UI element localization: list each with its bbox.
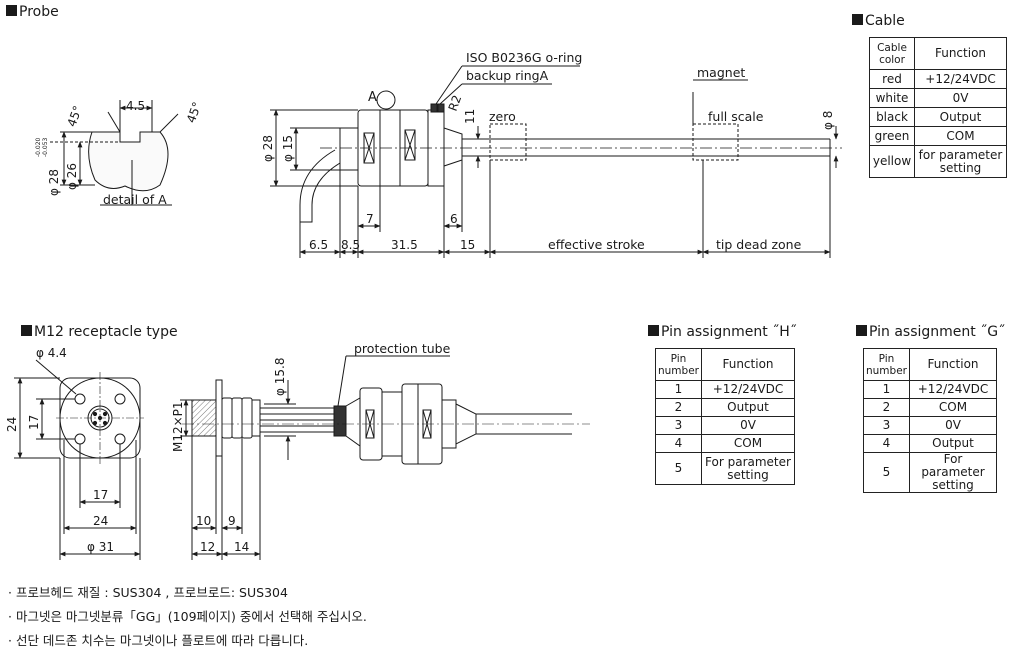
label-a: A	[368, 90, 377, 105]
detail-width-dim: 4.5	[126, 99, 145, 113]
cable-color: black	[869, 107, 915, 127]
dim-effective-stroke: effective stroke	[548, 237, 645, 252]
dim-15: 15	[460, 238, 475, 252]
pin-h-header-number: Pin number	[655, 348, 702, 381]
detail-id-dim: φ 26	[65, 163, 79, 190]
cable-function: 0V	[914, 88, 1007, 108]
m12-dim-17-v: 17	[27, 415, 41, 430]
cable-function: for parameter setting	[914, 145, 1007, 178]
pin-g-title: Pin assignment ˝G˝	[856, 324, 1005, 340]
label-r2: R2	[446, 93, 465, 113]
dim-31-5: 31.5	[391, 238, 418, 252]
dim-6: 6	[450, 212, 458, 226]
m12-dim-24-v: 24	[5, 417, 19, 432]
note-material: · 프로브헤드 재질 : SUS304 , 프로브로드: SUS304	[8, 585, 288, 600]
m12-side-view	[180, 355, 590, 560]
m12-front-view	[14, 359, 144, 560]
probe-title: Probe	[6, 4, 59, 20]
m12-dim-10: 10	[196, 514, 211, 528]
pin-function: For parameter setting	[908, 452, 998, 493]
m12-title: M12 receptacle type	[21, 324, 178, 340]
m12-dim-d31: φ 31	[87, 540, 114, 554]
m12-dim-12: 12	[200, 540, 215, 554]
pin-function: +12/24VDC	[700, 380, 796, 399]
label-oring: ISO B0236G o-ring	[466, 50, 582, 65]
pin-number: 5	[863, 452, 910, 493]
m12-dim-14: 14	[234, 540, 249, 554]
pin-function: Output	[908, 434, 998, 453]
pin-function: COM	[700, 434, 796, 453]
cable-color: yellow	[869, 145, 915, 178]
pin-number: 5	[655, 452, 702, 485]
detail-od-tol-upper: -0.020	[35, 137, 42, 157]
cable-function: COM	[914, 126, 1007, 146]
dim-11: 11	[463, 109, 477, 124]
detail-od-tol-lower: -0.053	[42, 137, 49, 157]
note-magnet: · 마그넷은 마그넷분류「GG」(109페이지) 중에서 선택해 주십시오.	[8, 609, 367, 624]
cable-header-function: Function	[914, 37, 1007, 70]
dim-d28: φ 28	[261, 135, 275, 162]
dim-6-5: 6.5	[309, 238, 328, 252]
detail-caption: detail of A	[103, 192, 167, 207]
m12-thread-dim: M12×P1	[171, 401, 185, 452]
label-protection-tube: protection tube	[354, 341, 451, 356]
pin-h-title: Pin assignment ˝H˝	[648, 324, 797, 340]
m12-dim-17-h: 17	[93, 488, 108, 502]
pin-g-header-function: Function	[908, 348, 998, 381]
m12-dim-d15-8: φ 15.8	[273, 358, 287, 396]
dim-tip-dead-zone: tip dead zone	[716, 237, 802, 252]
detail-of-a-view	[50, 100, 179, 206]
pin-g-header-number: Pin number	[863, 348, 910, 381]
dim-8-5: 8.5	[341, 238, 360, 252]
cable-function: +12/24VDC	[914, 69, 1007, 89]
m12-dim-9: 9	[228, 514, 236, 528]
pin-function: For parameter setting	[700, 452, 796, 485]
note-dead-zone: · 선단 데드존 치수는 마그넷이나 플로트에 따라 다릅니다.	[8, 633, 309, 648]
label-backup-ring: backup ringA	[466, 68, 549, 83]
pin-function: +12/24VDC	[908, 380, 998, 399]
detail-od-dim: φ 28	[47, 169, 61, 196]
detail-angle-right: 45°	[184, 100, 204, 125]
m12-dim-24-h: 24	[93, 514, 108, 528]
dim-d8: φ 8	[821, 111, 835, 130]
label-full-scale: full scale	[708, 109, 764, 124]
detail-angle-left: 45°	[65, 104, 85, 129]
label-magnet: magnet	[697, 65, 745, 80]
dim-7: 7	[366, 212, 374, 226]
cable-header-color: Cable color	[869, 37, 915, 70]
m12-hole-dim: φ 4.4	[36, 346, 67, 360]
label-zero: zero	[489, 109, 516, 124]
cable-title: Cable	[852, 13, 905, 29]
probe-side-view	[270, 65, 842, 258]
dim-d15: φ 15	[281, 135, 295, 162]
